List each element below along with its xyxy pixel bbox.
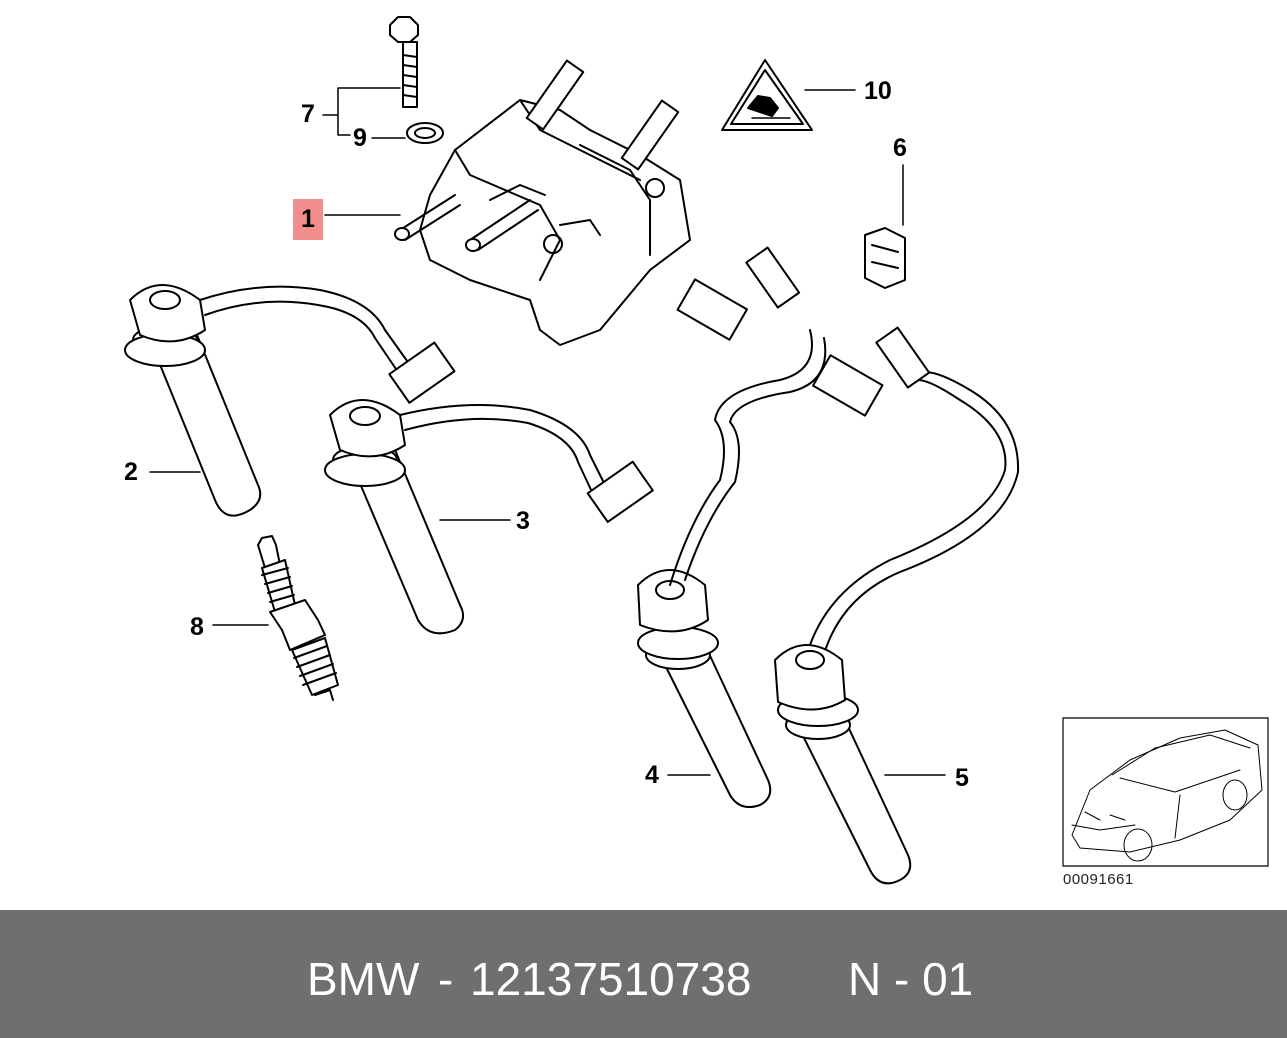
diagram-code: 00091661 bbox=[1063, 871, 1134, 888]
spark-plug[interactable] bbox=[257, 535, 339, 701]
callout-7[interactable]: 7 bbox=[301, 100, 315, 128]
ignition-coil[interactable] bbox=[394, 59, 691, 346]
warning-triangle-icon bbox=[721, 59, 813, 131]
footer-position: N - 01 bbox=[848, 953, 974, 1005]
footer-separator: - bbox=[438, 953, 454, 1005]
car-thumbnail bbox=[1062, 717, 1269, 867]
callout-5[interactable]: 5 bbox=[955, 764, 969, 792]
clip[interactable] bbox=[864, 227, 906, 289]
parts-diagram bbox=[124, 16, 1269, 885]
ignition-lead-4[interactable] bbox=[637, 246, 827, 808]
footer-part-number: 12137510738 bbox=[470, 953, 752, 1005]
footer-brand: BMW bbox=[307, 953, 420, 1005]
callout-9[interactable]: 9 bbox=[353, 124, 367, 152]
callout-3[interactable]: 3 bbox=[516, 507, 530, 535]
ignition-lead-5[interactable] bbox=[774, 326, 1020, 885]
callout-6[interactable]: 6 bbox=[893, 134, 907, 162]
callout-1[interactable]: 1 bbox=[293, 199, 323, 240]
footer-bar: BMW - 12137510738 N - 01 bbox=[0, 910, 1287, 1038]
callout-2[interactable]: 2 bbox=[124, 458, 138, 486]
callout-10[interactable]: 10 bbox=[864, 77, 892, 105]
callout-8[interactable]: 8 bbox=[190, 613, 204, 641]
ignition-lead-3[interactable] bbox=[324, 399, 654, 635]
washer[interactable] bbox=[406, 122, 444, 144]
bolt[interactable] bbox=[389, 16, 419, 108]
ignition-lead-2[interactable] bbox=[124, 284, 456, 517]
callout-4[interactable]: 4 bbox=[645, 761, 659, 789]
